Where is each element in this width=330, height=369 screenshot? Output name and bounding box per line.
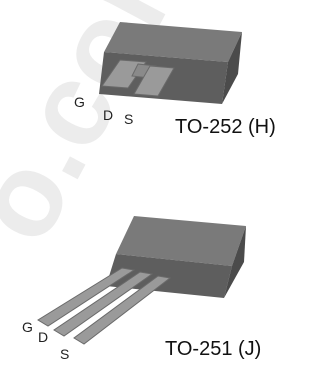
to251-pin-d-label: D [38, 329, 48, 345]
to251-body-side [224, 226, 246, 298]
to251-lead-d [53, 271, 154, 337]
to252-pin-g-label: G [74, 94, 85, 110]
to252-package: G D S [74, 22, 242, 127]
to252-lead-s [133, 65, 175, 97]
to251-pin-g-label: G [22, 319, 33, 335]
to252-body-top [104, 22, 242, 62]
to251-caption: TO-251 (J) [165, 338, 262, 360]
to251-lead-g [37, 267, 136, 327]
to252-body-side [222, 32, 242, 104]
to252-pin-s-label: S [124, 111, 133, 127]
to251-pin-s-label: S [60, 346, 69, 362]
to252-lead-g [101, 59, 147, 89]
to251-body-top [116, 216, 246, 266]
to252-caption: TO-252 (H) [175, 116, 276, 138]
to251-lead-s [73, 275, 172, 345]
to251-body-front [106, 254, 232, 298]
to252-pin-d-label: D [103, 107, 113, 123]
to251-package: G D S [22, 216, 246, 362]
